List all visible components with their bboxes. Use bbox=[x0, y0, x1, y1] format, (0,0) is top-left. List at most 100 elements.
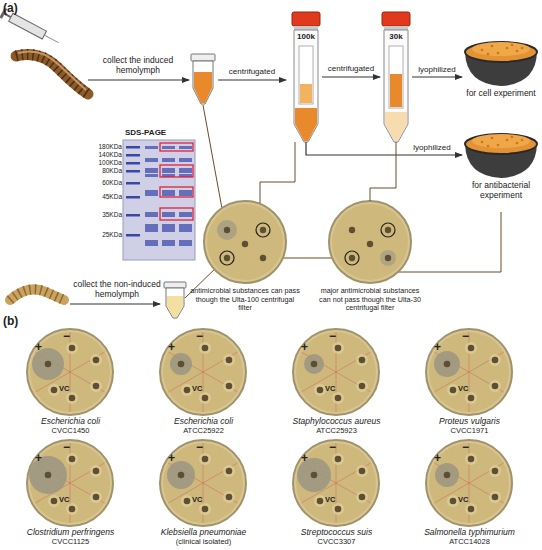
illustration-part bbox=[167, 296, 183, 317]
art-part bbox=[126, 146, 140, 149]
art-part bbox=[160, 208, 193, 220]
filter-tube: 30k bbox=[380, 12, 412, 142]
art-part bbox=[296, 332, 376, 412]
strain-name: Streptococcus suis bbox=[274, 528, 399, 538]
art-part bbox=[90, 491, 102, 503]
marker-label: 25KDa bbox=[85, 231, 122, 238]
art-part bbox=[434, 463, 503, 503]
art-part bbox=[489, 380, 501, 392]
edge-label: lyophilized bbox=[411, 65, 463, 74]
marker-label: 180KDa bbox=[85, 143, 122, 150]
eppendorf-tube bbox=[191, 54, 215, 104]
illustration-part bbox=[10, 289, 64, 300]
art-part bbox=[434, 351, 460, 377]
sign-label: + bbox=[301, 452, 308, 466]
art-part bbox=[204, 201, 286, 283]
control-label: VC bbox=[59, 496, 69, 505]
art-part bbox=[48, 384, 60, 396]
art-part bbox=[126, 162, 140, 165]
strain-code: CVCC1125 bbox=[8, 538, 133, 547]
art-part bbox=[178, 472, 185, 479]
illustration-part bbox=[44, 35, 58, 43]
illustration-part bbox=[10, 289, 64, 300]
agar-plate: major antimicrobial substances can not p… bbox=[315, 200, 425, 314]
art-part bbox=[178, 361, 185, 368]
control-label: VC bbox=[59, 385, 69, 394]
art-part bbox=[93, 383, 100, 390]
strain-code: ATCC25922 bbox=[141, 427, 266, 436]
art-part bbox=[163, 332, 243, 412]
art-part bbox=[162, 190, 175, 196]
art-part bbox=[450, 387, 457, 394]
art-part bbox=[66, 453, 78, 465]
art-part bbox=[489, 354, 501, 366]
flow-arrow bbox=[88, 79, 189, 80]
art-part bbox=[426, 329, 512, 415]
gel-title: SDS-PAGE bbox=[125, 128, 166, 137]
art-part bbox=[179, 190, 192, 196]
eppendorf-tube bbox=[164, 282, 186, 318]
art-part bbox=[217, 220, 237, 240]
sign-label: − bbox=[329, 441, 336, 455]
strain-name: Clostridium perfringens bbox=[8, 528, 133, 538]
art-part bbox=[311, 472, 318, 479]
art-part bbox=[465, 453, 477, 465]
art-part bbox=[223, 465, 235, 477]
control-label: VC bbox=[325, 385, 335, 394]
art-part bbox=[332, 342, 344, 354]
art-part bbox=[465, 42, 537, 62]
art-part bbox=[516, 50, 519, 53]
marker-label: 140KDa bbox=[85, 151, 122, 158]
strain-name: Klebsiella pneumoniae bbox=[141, 528, 266, 538]
art-part bbox=[223, 491, 235, 503]
plate-caption: major antimicrobial substances can not p… bbox=[315, 287, 425, 313]
connector-arrow bbox=[322, 76, 380, 77]
art-part bbox=[179, 224, 192, 232]
sign-label: + bbox=[301, 341, 308, 355]
art-part bbox=[179, 158, 192, 162]
sign-label: − bbox=[329, 330, 336, 344]
marker-label: 45KDa bbox=[85, 193, 122, 200]
art-part bbox=[66, 342, 78, 354]
art-part bbox=[30, 443, 110, 523]
art-part bbox=[199, 453, 211, 465]
art-part bbox=[145, 158, 158, 162]
art-part bbox=[160, 187, 193, 197]
art-part bbox=[465, 392, 477, 404]
art-part bbox=[29, 456, 67, 494]
art-part bbox=[299, 46, 313, 104]
art-part bbox=[145, 212, 158, 217]
leader-line bbox=[203, 105, 225, 225]
art-part bbox=[356, 465, 368, 477]
flow-arrow bbox=[218, 79, 286, 80]
art-part bbox=[300, 84, 312, 103]
art-part bbox=[497, 52, 500, 55]
strain-name: Proteus vulgaris bbox=[407, 417, 532, 427]
art-part bbox=[126, 154, 140, 157]
art-part bbox=[335, 395, 342, 402]
connector-arrow bbox=[412, 76, 462, 77]
art-part bbox=[145, 146, 158, 149]
panel-label: (b) bbox=[3, 315, 18, 329]
art-part bbox=[359, 494, 366, 501]
agar-plate: +−VCProteus vulgarisCVCC1971 bbox=[407, 328, 532, 438]
art-part bbox=[426, 440, 512, 526]
strain-name: Escherichia coli bbox=[141, 417, 266, 427]
agar-plate: +−VCSalmonella typhimuriumATCC14028 bbox=[407, 439, 532, 549]
art-part bbox=[295, 108, 317, 141]
art-part bbox=[389, 46, 403, 108]
illustration-part bbox=[191, 54, 215, 61]
art-part bbox=[69, 345, 76, 352]
art-part bbox=[179, 212, 192, 217]
art-part bbox=[465, 503, 477, 515]
sign-label: + bbox=[168, 341, 175, 355]
art-part bbox=[497, 144, 500, 147]
art-part bbox=[468, 506, 475, 513]
sds-gel: SDS-PAGE180KDa140KDa100KDa80KDa60KDa45KD… bbox=[85, 128, 197, 260]
art-part bbox=[359, 468, 366, 475]
control-label: VC bbox=[192, 385, 202, 394]
art-part bbox=[489, 491, 501, 503]
art-part bbox=[293, 329, 379, 415]
art-part bbox=[51, 498, 58, 505]
art-part bbox=[93, 494, 100, 501]
